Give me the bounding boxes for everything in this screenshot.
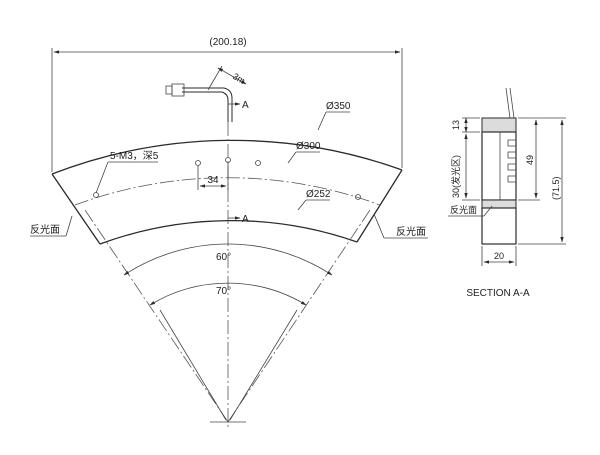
section-cable [505, 87, 511, 119]
diameter-labels: Ø350 Ø300 Ø252 [287, 101, 351, 211]
cable-dim-line [217, 67, 247, 85]
section-comb [507, 139, 516, 183]
right-edge [356, 169, 403, 243]
connector-tip [165, 85, 173, 95]
reflect-callouts: 反光面 反光面 [30, 213, 428, 239]
section-cap [481, 117, 517, 133]
section-body [481, 131, 517, 201]
hole [255, 160, 261, 166]
radial-left [84, 209, 229, 423]
leader-section-reflect-2 [483, 205, 493, 217]
dim-49-label: 49 [525, 155, 535, 165]
inner-arc [99, 219, 358, 245]
leader-reflect-right [373, 213, 385, 239]
dim-71-label: (71.5) [551, 176, 561, 200]
connector [171, 83, 185, 97]
leader-holes [95, 161, 109, 194]
cable-length-label: 3m [231, 71, 247, 86]
leader-reflect-left [65, 215, 73, 237]
mid-arc [74, 177, 381, 206]
reflect-left-label: 反光面 [30, 223, 60, 236]
outer-arc [51, 139, 403, 175]
section-reflect-label: 反光面 [450, 204, 477, 215]
section-lower [481, 207, 517, 245]
overall-width-label: (200.18) [209, 37, 246, 48]
hole-spacing-dim: 34 [197, 163, 229, 190]
angle-60-arc [123, 243, 333, 276]
angle-70-label: 70° [216, 286, 231, 297]
section-marks: A A [228, 100, 249, 225]
section-title: SECTION A-A [466, 288, 530, 299]
mid-dia-label: Ø300 [296, 141, 321, 152]
section-mark-bottom: A [242, 214, 249, 225]
leader-300 [287, 151, 297, 164]
section-mark-top: A [242, 100, 249, 111]
section-cable-2 [509, 87, 515, 119]
angle-60-label: 60° [216, 252, 231, 263]
left-edge [51, 173, 101, 245]
hole [195, 160, 201, 166]
cable-path [182, 91, 229, 122]
section-base [481, 199, 517, 209]
cable-path-2 [182, 87, 233, 122]
fan-part [51, 139, 403, 245]
cable: 3m [165, 65, 247, 122]
section-view: 13 30(发光区) 49 (71.5) 20 反光面 SECTION A-A [448, 87, 566, 299]
radial-right [227, 209, 371, 423]
dim-30-label: 30(发光区) [450, 155, 461, 198]
leader-252 [297, 199, 307, 211]
angle-leg-left [159, 309, 227, 421]
inner-dia-label: Ø252 [306, 189, 331, 200]
reflect-right-label: 反光面 [396, 225, 426, 238]
construction-lines [84, 100, 371, 428]
holes-label: 5-M3，深5 [110, 150, 159, 162]
hole [355, 194, 361, 200]
angle-70-arc [149, 282, 307, 306]
hole [93, 192, 99, 198]
outer-dia-label: Ø350 [326, 101, 351, 112]
hole-spacing-label: 34 [207, 175, 219, 186]
dim-20-label: 20 [494, 251, 504, 261]
cable-dim-ext [207, 65, 223, 91]
dim-13-label: 13 [451, 120, 461, 130]
angle-dims: 60° 70° [123, 243, 333, 306]
leader-350 [317, 111, 327, 131]
overall-width-dim: (200.18) [51, 37, 403, 172]
angle-leg-right [229, 309, 298, 421]
holes-callout: 5-M3，深5 [95, 150, 159, 194]
